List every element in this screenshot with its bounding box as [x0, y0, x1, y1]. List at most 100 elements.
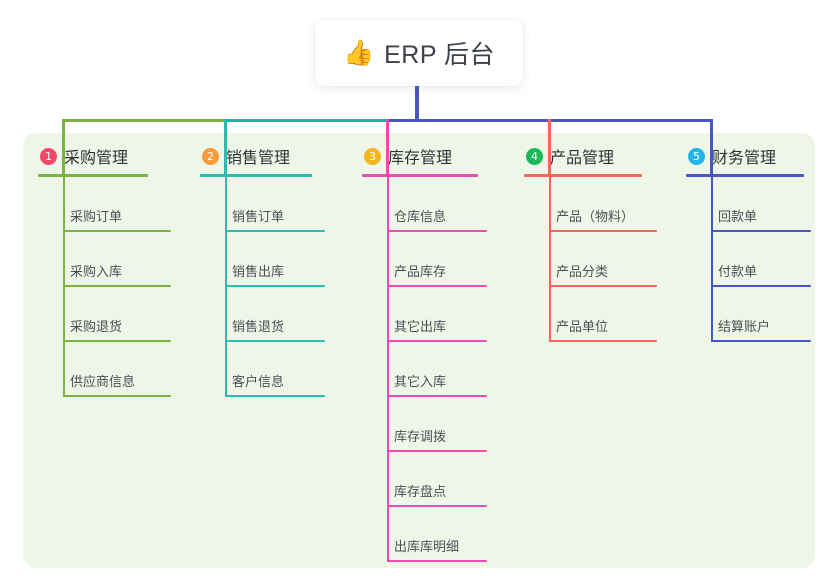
branch-spine-4 [549, 177, 551, 342]
leaf-node-rule [549, 285, 657, 287]
branch-spine-5 [711, 177, 713, 342]
leaf-node-rule [387, 395, 487, 397]
leaf-node[interactable]: 采购退货 [38, 287, 171, 342]
branch-spine-2 [225, 177, 227, 397]
root-node-content: 👍 ERP 后台 [343, 35, 495, 71]
leaf-node[interactable]: 采购入库 [38, 232, 171, 287]
leaf-node-label: 结算账户 [718, 319, 771, 334]
branch-header-4[interactable]: 4 产品管理 [524, 144, 642, 168]
leaf-node-label: 产品单位 [556, 319, 609, 334]
branch-title-1: 采购管理 [64, 150, 129, 167]
leaf-node-rule [387, 450, 487, 452]
branch-drop-5 [710, 119, 713, 175]
leaf-node[interactable]: 付款单 [686, 232, 811, 287]
bus-segment-1 [62, 119, 225, 122]
branch-header-5[interactable]: 5 财务管理 [686, 144, 804, 168]
bus-segment-2 [224, 119, 387, 122]
leaf-node[interactable]: 仓库信息 [362, 177, 487, 232]
leaf-node[interactable]: 采购订单 [38, 177, 171, 232]
leaf-node-label: 出库库明细 [394, 539, 460, 554]
leaf-node-label: 采购退货 [70, 319, 123, 334]
branch-title-4: 产品管理 [550, 150, 615, 167]
branch-item-list-4: 产品（物料） 产品分类产品单位 [524, 177, 657, 342]
branch-header-rule-3 [362, 174, 478, 177]
leaf-node-label: 其它出库 [394, 319, 447, 334]
leaf-node-label: 库存调拨 [394, 429, 447, 444]
branch-drop-2 [224, 119, 227, 175]
diagram-panel [23, 133, 815, 568]
branch-title-5: 财务管理 [712, 150, 777, 167]
branch-column-4: 4 产品管理产品（物料） 产品分类产品单位 [524, 144, 657, 342]
branch-badge-5: 5 [688, 147, 705, 165]
branch-drop-4 [548, 119, 551, 175]
leaf-node-label: 产品（物料） [556, 209, 635, 224]
leaf-node-rule [387, 340, 487, 342]
leaf-node[interactable]: 产品分类 [524, 232, 657, 287]
leaf-node-rule [63, 230, 171, 232]
leaf-node-label: 销售退货 [232, 319, 285, 334]
leaf-node-label: 库存盘点 [394, 484, 447, 499]
branch-title-2: 销售管理 [226, 150, 291, 167]
leaf-node-rule [225, 340, 325, 342]
leaf-node-label: 采购入库 [70, 264, 123, 279]
leaf-node[interactable]: 产品单位 [524, 287, 657, 342]
leaf-node[interactable]: 库存盘点 [362, 452, 487, 507]
root-stem-connector [415, 86, 419, 122]
branch-badge-2: 2 [202, 147, 219, 165]
leaf-node[interactable]: 销售订单 [200, 177, 325, 232]
leaf-node-rule [387, 560, 487, 562]
leaf-node-rule [225, 395, 325, 397]
leaf-node[interactable]: 销售出库 [200, 232, 325, 287]
leaf-node-label: 产品分类 [556, 264, 609, 279]
branch-spine-1 [63, 177, 65, 397]
leaf-node[interactable]: 销售退货 [200, 287, 325, 342]
branch-item-list-5: 回款单付款单结算账户 [686, 177, 811, 342]
branch-item-list-3: 仓库信息产品库存其它出库其它入库库存调拨库存盘点出库库明细 [362, 177, 487, 562]
root-node-label: ERP 后台 [384, 41, 496, 69]
leaf-node[interactable]: 产品（物料） [524, 177, 657, 232]
leaf-node-label: 客户信息 [232, 374, 285, 389]
branch-badge-4: 4 [526, 147, 543, 165]
leaf-node[interactable]: 产品库存 [362, 232, 487, 287]
leaf-node-rule [387, 285, 487, 287]
leaf-node-label: 销售出库 [232, 264, 285, 279]
branch-header-rule-5 [686, 174, 804, 177]
leaf-node-rule [225, 285, 325, 287]
leaf-node-rule [387, 505, 487, 507]
leaf-node-rule [387, 230, 487, 232]
leaf-node[interactable]: 出库库明细 [362, 507, 487, 562]
branch-header-2[interactable]: 2 销售管理 [200, 144, 312, 168]
leaf-node[interactable]: 其它入库 [362, 342, 487, 397]
branch-column-2: 2 销售管理销售订单销售出库销售退货客户信息 [200, 144, 325, 397]
branch-title-3: 库存管理 [388, 150, 453, 167]
leaf-node[interactable]: 回款单 [686, 177, 811, 232]
branch-item-list-1: 采购订单采购入库采购退货供应商信息 [38, 177, 171, 397]
branch-item-list-2: 销售订单销售出库销售退货客户信息 [200, 177, 325, 397]
leaf-node[interactable]: 库存调拨 [362, 397, 487, 452]
branch-spine-3 [387, 177, 389, 562]
branch-column-5: 5 财务管理回款单付款单结算账户 [686, 144, 811, 342]
branch-badge-3: 3 [364, 147, 381, 165]
leaf-node-rule [549, 340, 657, 342]
leaf-node-rule [63, 395, 171, 397]
leaf-node-rule [225, 230, 325, 232]
leaf-node-label: 付款单 [718, 264, 758, 279]
leaf-node[interactable]: 客户信息 [200, 342, 325, 397]
leaf-node-rule [63, 340, 171, 342]
leaf-node-label: 采购订单 [70, 209, 123, 224]
leaf-node[interactable]: 供应商信息 [38, 342, 171, 397]
branch-header-rule-2 [200, 174, 312, 177]
leaf-node[interactable]: 其它出库 [362, 287, 487, 342]
root-node[interactable]: 👍 ERP 后台 [315, 20, 523, 86]
leaf-node[interactable]: 结算账户 [686, 287, 811, 342]
leaf-node-rule [549, 230, 657, 232]
leaf-node-rule [711, 230, 811, 232]
leaf-node-rule [711, 340, 811, 342]
leaf-node-rule [711, 285, 811, 287]
branch-header-3[interactable]: 3 库存管理 [362, 144, 478, 168]
leaf-node-label: 回款单 [718, 209, 758, 224]
leaf-node-label: 产品库存 [394, 264, 447, 279]
